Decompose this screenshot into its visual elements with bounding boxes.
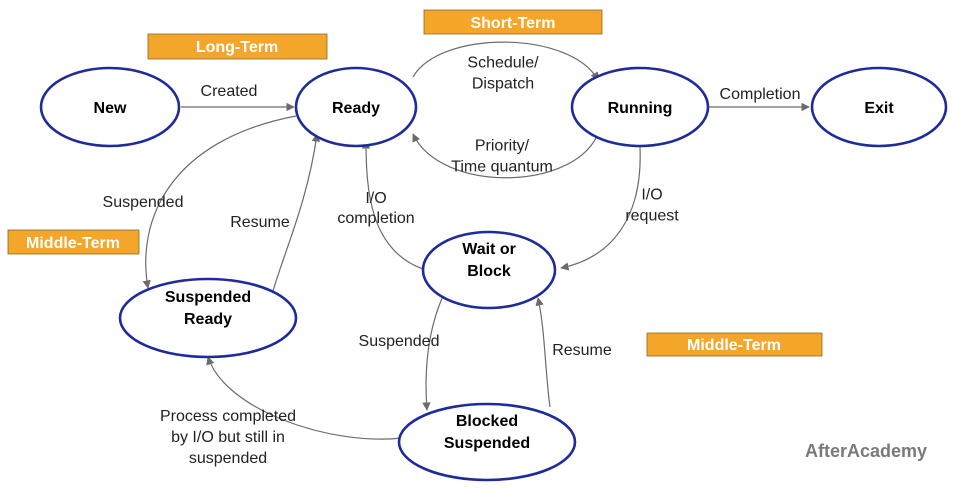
tag-long-term-box [147,33,328,60]
node-exit-label: Exit [864,100,894,117]
text-line: Ready [332,100,380,117]
tag-long-term-label: Long-Term [196,39,278,56]
text-line: completion [337,210,414,227]
text-line: Resume [230,214,290,231]
label-process-completed: Process completed by I/O but still in susp… [160,408,296,467]
text-line: Schedule/ [467,55,539,72]
node-wait: Wait or Block [421,230,557,310]
text-line: Suspended [359,333,440,350]
node-exit: Exit [810,66,948,148]
text-line: Exit [864,100,894,117]
text-line: Suspended [103,194,184,211]
text-line: suspended [189,450,267,467]
text-line: Running [608,100,673,117]
edge-wait-blocked [422,295,444,411]
tag-middle-term-right-label: Middle-Term [687,337,781,354]
node-ready-label: Ready [332,100,380,117]
edge-running-ready [412,133,598,179]
edge-labels: Created Schedule/Dispatch Priority/Time … [103,55,801,468]
text-line: Created [201,83,258,100]
tag-short-term-box [423,9,603,35]
text-line: Process completed [160,408,296,425]
node-ready-shape [294,66,418,148]
label-resume-right: Resume [552,342,612,359]
text-line: Dispatch [472,76,534,93]
text-line: Wait or [462,241,516,258]
tag-middle-term-right: Middle-Term [646,332,823,357]
text-line: request [625,208,679,225]
tag-short-term: Short-Term [423,9,603,35]
tag-middle-term-left-label: Middle-Term [26,235,120,252]
label-resume-left: Resume [230,214,290,231]
text-line: Priority/ [475,138,530,155]
node-wait-label: Wait or Block [462,241,516,280]
edges [142,41,810,440]
tag-long-term: Long-Term [147,33,328,60]
node-running-label: Running [608,100,673,117]
node-suspended-ready-shape [118,277,298,359]
text-line: New [94,100,127,117]
node-blocked-suspended-shape [397,402,577,482]
edge-ready-suspready [142,115,297,289]
text-line: I/O [641,187,662,204]
node-wait-shape [421,230,557,310]
edge-running-wait [560,146,641,271]
text-line: Suspended [165,289,251,306]
label-io-completion: I/O completion [337,190,414,227]
text-line: Suspended [444,435,530,452]
text-line: Time quantum [451,159,553,176]
node-running-shape [570,66,710,148]
label-created: Created [201,83,258,100]
edge-blocked-suspready [206,356,403,440]
text-line: I/O [365,190,386,207]
label-priority-time-quantum: Priority/Time quantum [451,138,553,176]
node-running: Running [570,66,710,148]
edge-blocked-wait [535,297,551,408]
tag-middle-term-left: Middle-Term [7,229,140,255]
text-line: Resume [552,342,612,359]
edge-ready-running [412,41,599,81]
label-io-request: I/O request [625,187,679,225]
node-ready: Ready [294,66,418,148]
node-new-label: New [94,100,127,117]
text-line: Ready [184,311,232,328]
tag-middle-term-right-box [646,332,823,357]
text-line: Blocked [456,413,518,430]
label-suspended-mid: Suspended [359,333,440,350]
node-new: New [39,66,181,148]
node-new-shape [39,66,181,148]
node-exit-shape [810,66,948,148]
edge-suspready-ready [272,133,321,292]
tag-middle-term-left-box [7,229,140,255]
text-line: by I/O but still in [171,429,285,446]
brand-watermark: AfterAcademy [805,441,927,461]
label-schedule-dispatch: Schedule/Dispatch [467,55,539,93]
label-suspended-left: Suspended [103,194,184,211]
text-line: Completion [720,86,801,103]
text-line: Block [467,263,511,280]
tag-short-term-label: Short-Term [470,15,555,32]
edge-wait-ready [361,140,424,270]
label-completion: Completion [720,86,801,103]
